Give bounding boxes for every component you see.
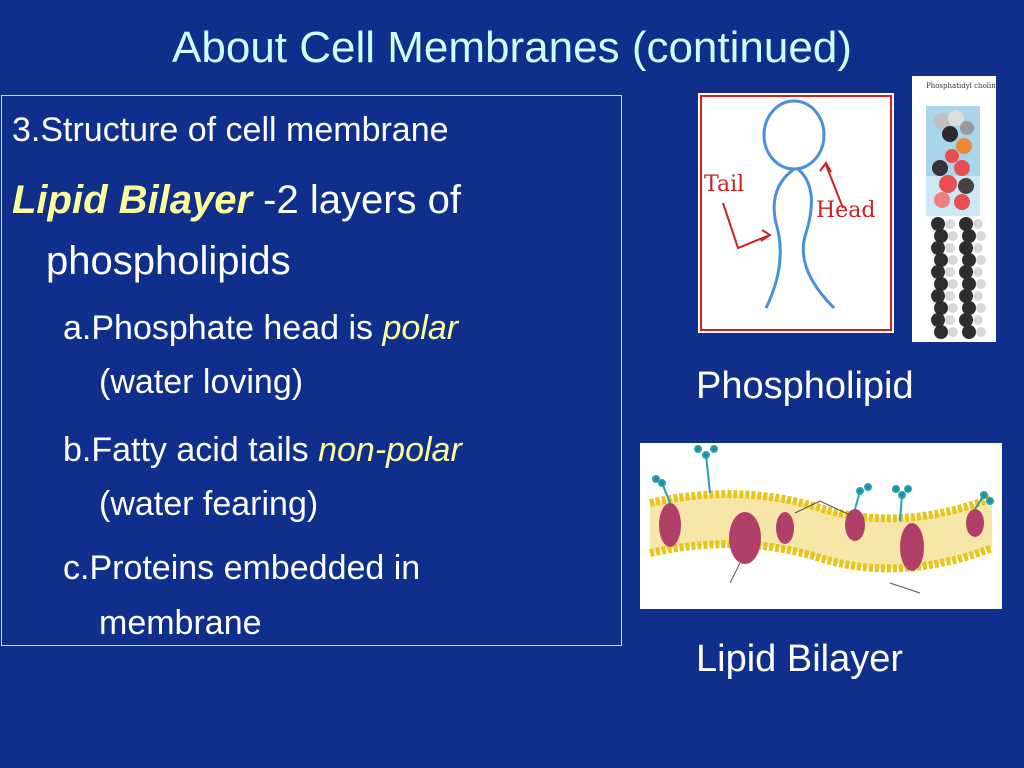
model-atom (962, 229, 976, 243)
caption-phospholipid: Phospholipid (696, 365, 914, 407)
head-label: Head (816, 198, 875, 223)
phospholipid-sketch: Tail Head (698, 93, 894, 338)
model-atom (934, 229, 948, 243)
list-item-a: a.Phosphate head is polar (63, 311, 458, 345)
list-item-a-highlight: polar (382, 309, 459, 347)
model-atom (959, 217, 973, 231)
model-atom (945, 219, 955, 229)
model-atom (945, 291, 955, 301)
model-atom (962, 325, 976, 339)
model-tail-chains (926, 216, 992, 345)
term-lipid-bilayer: Lipid Bilayer (12, 178, 253, 222)
model-atom (959, 241, 973, 255)
list-item-c: c.Proteins embedded in (63, 549, 421, 587)
caption-lipid-bilayer: Lipid Bilayer (696, 638, 903, 680)
model-atom (945, 243, 955, 253)
list-item-b-highlight: non-polar (318, 431, 462, 469)
model-atom (959, 289, 973, 303)
term-definition: -2 layers of (252, 178, 462, 222)
model-atom (945, 267, 955, 277)
model-atom (934, 325, 948, 339)
model-atom (976, 279, 986, 289)
model-atom (962, 277, 976, 291)
model-label: Phosphatidyl choline (926, 82, 996, 90)
model-atom (976, 255, 986, 265)
list-item-b-cont: (water fearing) (99, 485, 319, 523)
term-definition-cont: phospholipids (46, 239, 291, 283)
model-atom (959, 313, 973, 327)
model-atom (948, 279, 958, 289)
slide-title: About Cell Membranes (continued) (172, 23, 852, 72)
model-atom (973, 243, 983, 253)
term-line: Lipid Bilayer -2 layers of (12, 180, 461, 220)
list-item-a-cont: (water loving) (99, 363, 304, 401)
model-atom (934, 277, 948, 291)
list-item-c-cont: membrane (99, 604, 262, 642)
text-content-box: 3.Structure of cell membrane Lipid Bilay… (1, 95, 622, 646)
model-atom (976, 231, 986, 241)
model-atom (973, 315, 983, 325)
model-atom (931, 289, 945, 303)
model-atom (962, 253, 976, 267)
model-atom (948, 231, 958, 241)
model-atom (931, 265, 945, 279)
model-atom (948, 303, 958, 313)
model-atom (973, 219, 983, 229)
model-atom (959, 265, 973, 279)
model-atom (973, 291, 983, 301)
list-item-a-text: a.Phosphate head is (63, 309, 383, 347)
model-atom (945, 315, 955, 325)
list-item-b-text: b.Fatty acid tails (63, 431, 319, 469)
tail-label: Tail (704, 172, 744, 197)
model-atom (948, 255, 958, 265)
model-atom (934, 253, 948, 267)
model-atom (973, 267, 983, 277)
section-heading: 3.Structure of cell membrane (12, 111, 449, 149)
model-atom (976, 327, 986, 337)
model-atom (931, 241, 945, 255)
model-atom (931, 313, 945, 327)
list-item-b: b.Fatty acid tails non-polar (63, 433, 462, 467)
lipid-bilayer-illustration (640, 443, 1002, 614)
model-atom (962, 301, 976, 315)
model-atom (934, 301, 948, 315)
model-atom (976, 303, 986, 313)
model-atom (931, 217, 945, 231)
model-atom (948, 327, 958, 337)
